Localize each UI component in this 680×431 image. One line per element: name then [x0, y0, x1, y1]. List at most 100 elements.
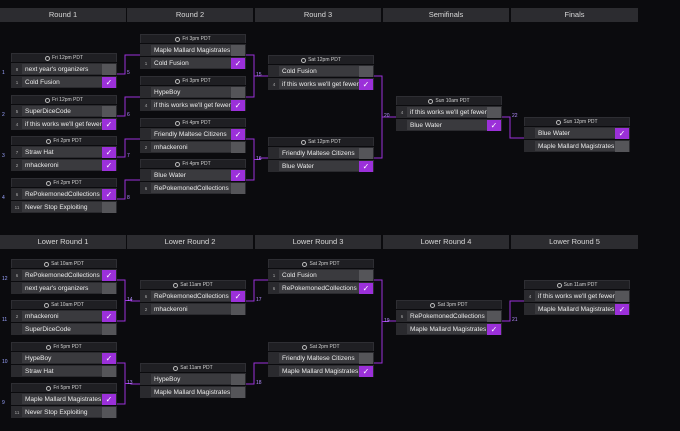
clock-icon	[46, 385, 52, 391]
team-seed: 4	[525, 291, 535, 301]
clock-icon	[44, 261, 50, 267]
result-box	[102, 106, 116, 117]
team-row[interactable]: Blue Water✓	[524, 127, 630, 139]
team-row[interactable]: Straw Hat	[11, 365, 117, 377]
team-seed	[141, 45, 151, 55]
lower-header-1: Lower Round 1	[0, 235, 127, 249]
match-time: Sat 11am PDT	[140, 280, 246, 289]
next-match-number: 7	[127, 153, 130, 159]
result-box	[359, 66, 373, 77]
team-seed: 6	[141, 291, 151, 301]
team-row[interactable]: 4if this works we'll get fewer teams	[396, 106, 502, 118]
match-time-label: Sun 10am PDT	[435, 98, 470, 104]
team-row[interactable]: Maple Mallard Magistrates✓	[268, 365, 374, 377]
team-row[interactable]: 4if this works we'll get fewer teams	[524, 290, 630, 302]
team-row[interactable]: next year's organizers	[11, 282, 117, 294]
lower-header-5: Lower Round 5	[511, 235, 639, 249]
team-row[interactable]: HypeBoy	[140, 86, 246, 98]
team-row[interactable]: Maple Mallard Magistrates	[524, 140, 630, 152]
team-row[interactable]: Maple Mallard Magistrates	[140, 386, 246, 398]
result-box	[487, 311, 501, 322]
team-row[interactable]: Maple Mallard Magistrates✓	[524, 303, 630, 315]
team-row[interactable]: 4if this works we'll get fewer teams✓	[140, 99, 246, 111]
team-row[interactable]: Blue Water✓	[268, 160, 374, 172]
team-name: Cold Fusion	[25, 79, 60, 86]
team-row[interactable]: Maple Mallard Magistrates	[140, 44, 246, 56]
team-row[interactable]: Maple Mallard Magistrates✓	[11, 393, 117, 405]
clock-icon	[175, 120, 181, 126]
team-name: Maple Mallard Magistrates	[154, 47, 231, 54]
team-name: Maple Mallard Magistrates	[410, 326, 487, 333]
team-name: RePokemonedCollections	[25, 272, 100, 279]
team-row[interactable]: HypeBoy✓	[11, 352, 117, 364]
team-seed: 6	[269, 283, 279, 293]
team-row[interactable]: Blue Water✓	[396, 119, 502, 131]
team-row[interactable]: SuperDiceCode	[11, 323, 117, 335]
upper-header-2: Round 2	[127, 8, 254, 22]
team-row[interactable]: Blue Water✓	[140, 169, 246, 181]
team-row[interactable]: Cold Fusion	[268, 65, 374, 77]
upper-header-3: Round 3	[255, 8, 382, 22]
match-label: 1	[2, 70, 5, 76]
winner-check-icon: ✓	[359, 79, 373, 90]
team-row[interactable]: HypeBoy	[140, 373, 246, 385]
team-row[interactable]: 4if this works we'll get fewer teams✓	[268, 78, 374, 90]
team-row[interactable]: 4if this works we'll get fewer teams✓	[11, 118, 117, 130]
team-row[interactable]: Friendly Maltese Citizens	[268, 352, 374, 364]
winner-check-icon: ✓	[615, 128, 629, 139]
team-row[interactable]: Friendly Maltese Citizens✓	[140, 128, 246, 140]
winner-check-icon: ✓	[102, 353, 116, 364]
team-name: if this works we'll get fewer teams	[538, 293, 615, 300]
clock-icon	[175, 36, 181, 42]
team-row[interactable]: Maple Mallard Magistrates✓	[396, 323, 502, 335]
team-seed: 11	[12, 407, 22, 417]
team-seed: 8	[12, 64, 22, 74]
match-time-label: Sat 3pm PDT	[437, 302, 468, 308]
team-row[interactable]: Friendly Maltese Citizens	[268, 147, 374, 159]
result-box	[231, 45, 245, 56]
team-seed	[525, 141, 535, 151]
result-box	[231, 387, 245, 398]
upper-header-5: Finals	[511, 8, 639, 22]
